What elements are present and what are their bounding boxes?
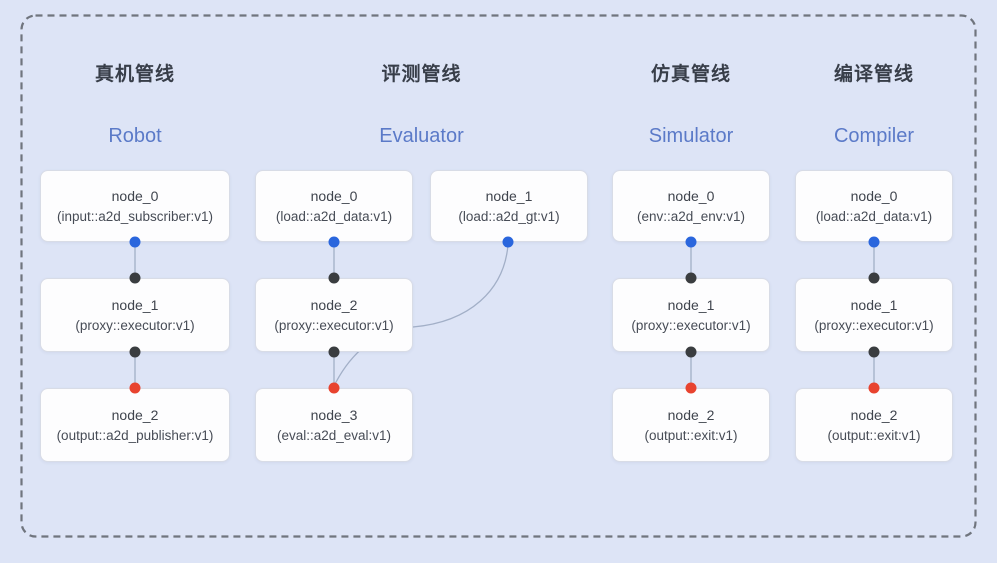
node-name-label: node_0: [667, 188, 715, 204]
node-evaluator-node1: node_1 (load::a2d_gt:v1): [430, 170, 588, 242]
node-name-label: node_1: [485, 188, 533, 204]
node-compiler-node1: node_1 (proxy::executor:v1): [795, 278, 953, 352]
node-type-label: (load::a2d_data:v1): [275, 209, 393, 224]
node-type-label: (output::exit:v1): [644, 428, 738, 443]
node-robot-node2: node_2 (output::a2d_publisher:v1): [40, 388, 230, 462]
node-type-label: (output::exit:v1): [827, 428, 921, 443]
node-name-label: node_0: [111, 188, 159, 204]
node-type-label: (eval::a2d_eval:v1): [276, 428, 392, 443]
node-type-label: (input::a2d_subscriber:v1): [56, 209, 214, 224]
node-type-label: (load::a2d_gt:v1): [458, 209, 560, 224]
node-name-label: node_0: [310, 188, 358, 204]
node-type-label: (proxy::executor:v1): [274, 318, 394, 333]
pipeline-title-zh-robot: 真机管线: [94, 64, 175, 85]
pipeline-title-en-evaluator: Evaluator: [379, 125, 464, 147]
node-name-label: node_2: [111, 407, 159, 423]
node-evaluator-node0: node_0 (load::a2d_data:v1): [255, 170, 413, 242]
node-type-label: (output::a2d_publisher:v1): [56, 428, 214, 443]
node-name-label: node_1: [850, 297, 898, 313]
node-simulator-node1: node_1 (proxy::executor:v1): [612, 278, 770, 352]
node-name-label: node_1: [667, 297, 715, 313]
node-type-label: (proxy::executor:v1): [814, 318, 934, 333]
pipeline-title-en-simulator: Simulator: [648, 125, 734, 147]
node-compiler-node0: node_0 (load::a2d_data:v1): [795, 170, 953, 242]
node-robot-node1: node_1 (proxy::executor:v1): [40, 278, 230, 352]
pipeline-title-zh-simulator: 仿真管线: [650, 64, 731, 85]
node-name-label: node_0: [850, 188, 898, 204]
node-name-label: node_2: [667, 407, 715, 423]
pipeline-title-zh-compiler: 编译管线: [833, 64, 914, 85]
node-name-label: node_3: [310, 407, 358, 423]
node-evaluator-node3: node_3 (eval::a2d_eval:v1): [255, 388, 413, 462]
pipeline-title-en-robot: Robot: [108, 125, 162, 147]
node-compiler-node2: node_2 (output::exit:v1): [795, 388, 953, 462]
node-type-label: (proxy::executor:v1): [631, 318, 751, 333]
node-type-label: (proxy::executor:v1): [75, 318, 195, 333]
node-simulator-node2: node_2 (output::exit:v1): [612, 388, 770, 462]
node-robot-node0: node_0 (input::a2d_subscriber:v1): [40, 170, 230, 242]
node-name-label: node_1: [111, 297, 159, 313]
node-type-label: (env::a2d_env:v1): [636, 209, 746, 224]
pipeline-title-zh-evaluator: 评测管线: [381, 64, 462, 85]
node-simulator-node0: node_0 (env::a2d_env:v1): [612, 170, 770, 242]
pipeline-title-en-compiler: Compiler: [833, 125, 915, 147]
node-type-label: (load::a2d_data:v1): [815, 209, 933, 224]
node-evaluator-node2: node_2 (proxy::executor:v1): [255, 278, 413, 352]
node-name-label: node_2: [850, 407, 898, 423]
node-name-label: node_2: [310, 297, 358, 313]
